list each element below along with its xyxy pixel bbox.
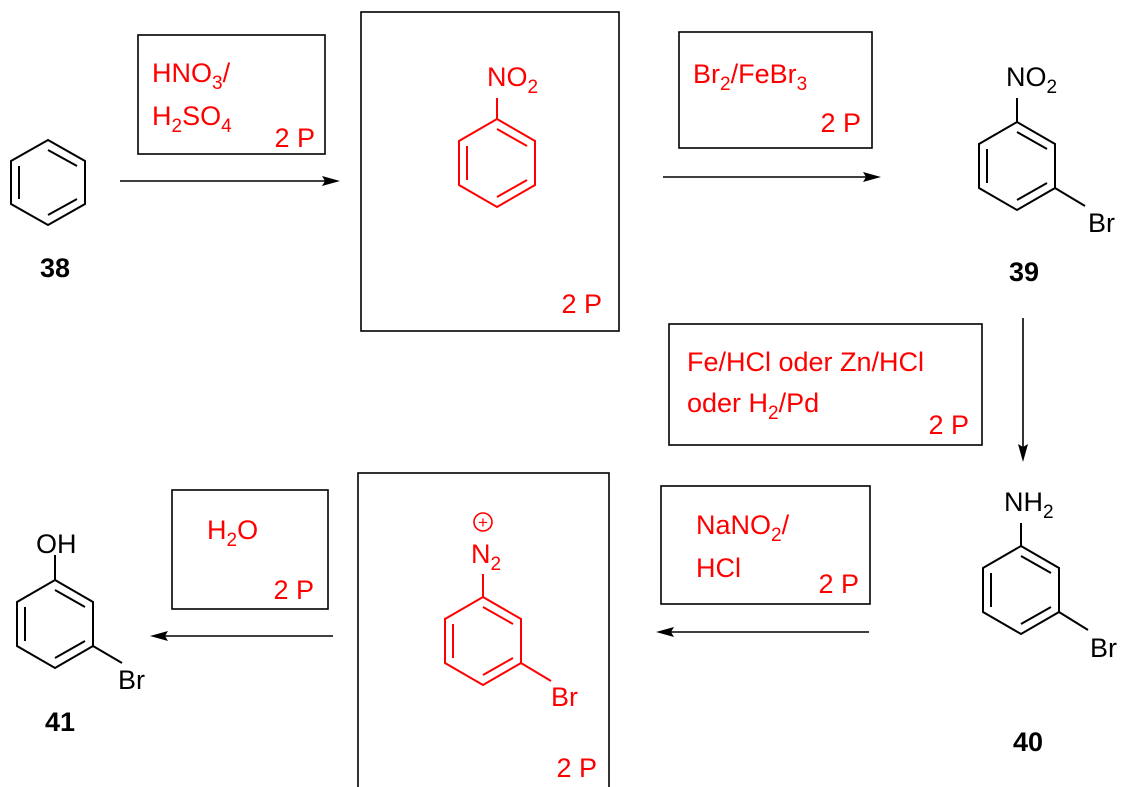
reagent-nitration-line2: H2SO4 — [152, 101, 232, 137]
answer-box-nitrobenzene — [360, 11, 620, 332]
reagent-box-bromination — [678, 31, 873, 149]
compound-40-structure — [982, 523, 1089, 636]
compound-41-bromo-label: Br — [118, 665, 145, 695]
arrow-5 — [150, 631, 333, 641]
compound-number-39: 39 — [1009, 257, 1039, 287]
points-diazonium: 2 P — [556, 753, 597, 783]
points-nitration: 2 P — [274, 123, 315, 153]
compound-40-bromo-label: Br — [1090, 633, 1117, 663]
reagent-box-nitration — [137, 34, 326, 155]
compound-38-benzene — [10, 138, 86, 227]
intermediate-diazonium: + — [444, 512, 552, 687]
compound-40-amino-label: NH2 — [1004, 487, 1054, 523]
reagent-reduction-line1: Fe/HCl oder Zn/HCl — [687, 347, 924, 377]
compound-41-hydroxy-label: OH — [36, 529, 77, 559]
arrow-1 — [120, 176, 340, 186]
arrow-2 — [663, 172, 881, 182]
reagent-diazotization-line2: HCl — [696, 553, 741, 583]
points-diazotization: 2 P — [818, 569, 859, 599]
compound-number-40: 40 — [1013, 727, 1043, 757]
compound-number-41: 41 — [45, 707, 75, 737]
arrow-4 — [656, 627, 869, 637]
reagent-bromination: Br2/FeBr3 — [693, 59, 807, 95]
reagent-box-reduction — [668, 323, 983, 446]
diazonium-group-label: N2 — [471, 539, 501, 575]
reagent-reduction-line2: oder H2/Pd — [687, 388, 819, 424]
intermediate-nitrobenzene — [458, 98, 536, 209]
compound-39-nitro-label: NO2 — [1006, 62, 1057, 98]
reagent-box-diazotization — [660, 485, 871, 605]
diazonium-charge: + — [478, 513, 488, 532]
reagent-hydrolysis: H2O — [207, 515, 258, 551]
points-reduction: 2 P — [928, 410, 969, 440]
nitro-group-label: NO2 — [487, 62, 538, 98]
diazonium-bromo-label: Br — [551, 682, 578, 712]
reagent-box-hydrolysis — [171, 489, 329, 610]
points-nitrobenzene: 2 P — [561, 289, 602, 319]
reagent-diazotization-line1: NaNO2/ — [696, 510, 790, 546]
points-hydrolysis: 2 P — [273, 575, 314, 605]
answer-box-diazonium — [357, 472, 610, 787]
compound-39-structure — [978, 98, 1086, 212]
compound-41-structure — [16, 555, 123, 670]
compound-39-bromo-label: Br — [1088, 208, 1115, 238]
arrow-3 — [1018, 318, 1028, 462]
points-bromination: 2 P — [820, 108, 861, 138]
compound-number-38: 38 — [40, 253, 70, 283]
reagent-nitration-line1: HNO3/ — [152, 58, 231, 94]
